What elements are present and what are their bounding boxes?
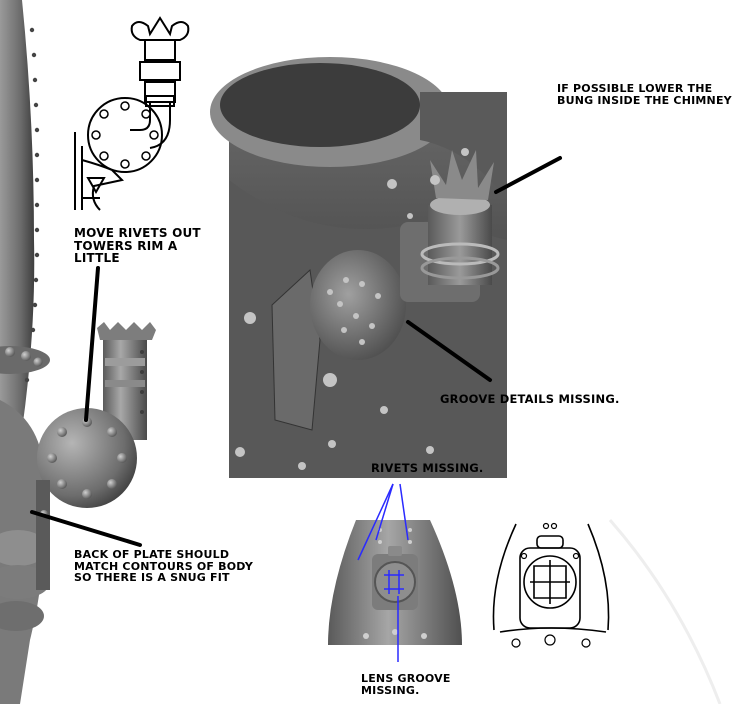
note-lower-bung: If possible lower the bung inside the ch… xyxy=(557,82,732,107)
arrow-back-plate xyxy=(30,510,142,547)
arrow-rivets-tower xyxy=(84,266,100,422)
note-lens-groove: Lens groove missing. xyxy=(361,672,451,697)
arrow-bung xyxy=(494,156,562,194)
note-move-rivets: Move rivets out towers rim a little xyxy=(74,226,201,266)
note-groove-details: Groove details missing. xyxy=(440,392,620,406)
arrow-groove xyxy=(406,320,492,382)
note-back-of-plate: Back of plate should match contours of b… xyxy=(74,548,253,585)
note-rivets-missing: Rivets Missing. xyxy=(371,461,484,475)
